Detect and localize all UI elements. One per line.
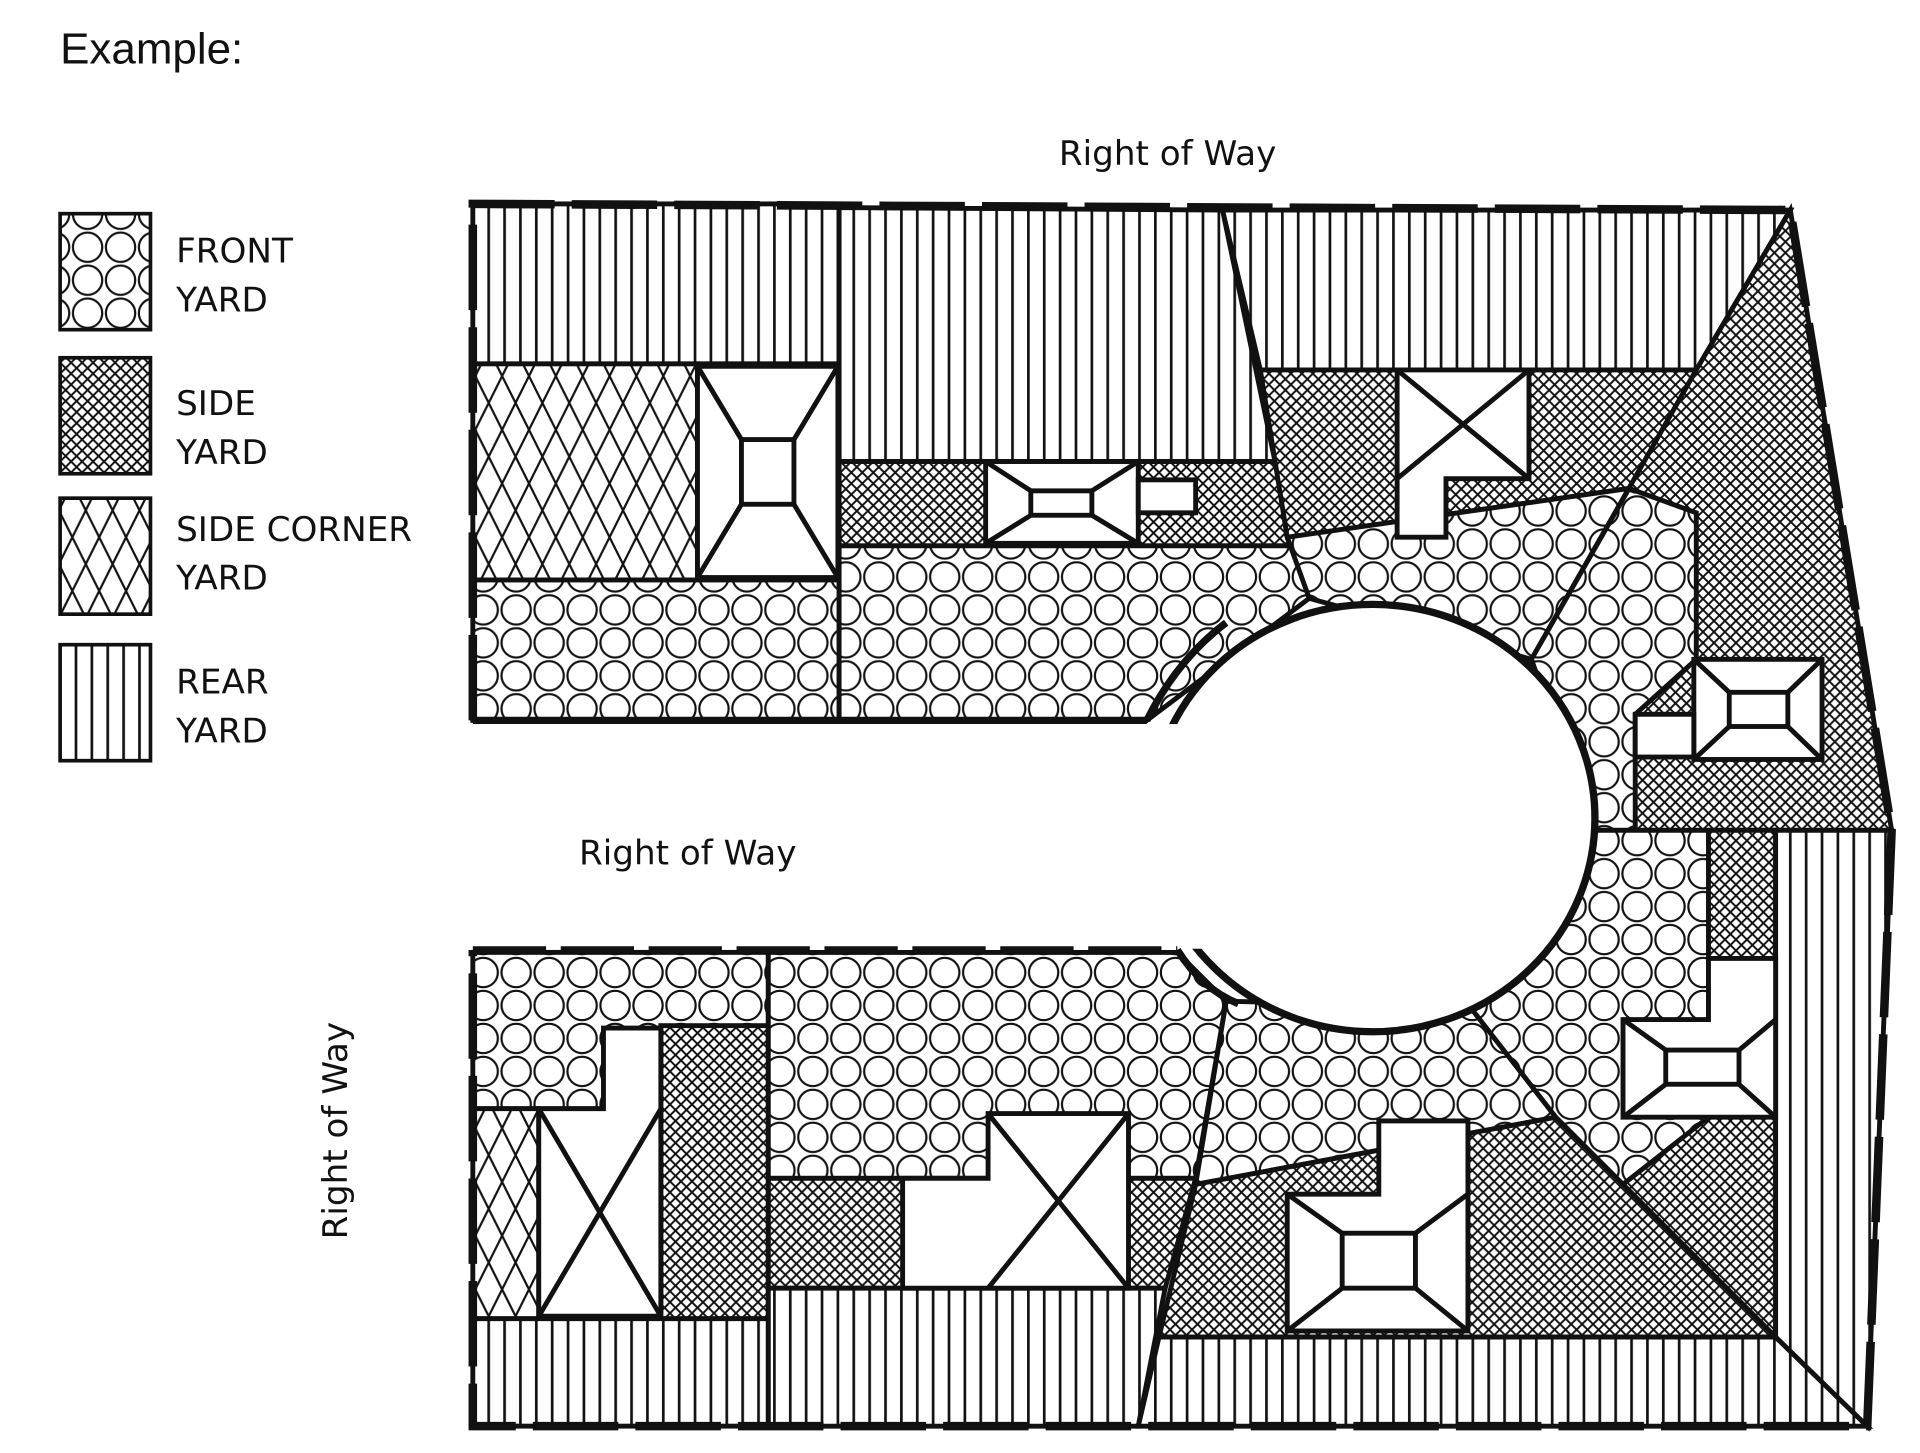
legend-item-side-yard: SIDE YARD [58, 355, 268, 476]
front-yard [470, 577, 842, 723]
side-yard [658, 1023, 771, 1322]
rear-yard [765, 1285, 1169, 1429]
side-corner-yard [470, 1106, 542, 1322]
rear-yard [836, 205, 1279, 464]
rear-yard [470, 1316, 771, 1429]
right-of-way-label-top: Right of Way [1059, 134, 1276, 174]
legend-label: YARD [175, 433, 268, 473]
house [695, 363, 841, 580]
legend: FRONT YARD SIDE YARD SIDE CORNER YARD RE… [58, 211, 412, 763]
legend-item-rear-yard: REAR YARD [58, 642, 269, 763]
side-corner-yard [470, 361, 700, 583]
rear-yard [1773, 827, 1895, 1432]
side-yard-swatch [58, 355, 153, 476]
house [536, 1025, 664, 1319]
legend-label: SIDE [176, 384, 256, 424]
front-yard-swatch [58, 211, 153, 332]
legend-item-front-yard: FRONT YARD [58, 211, 293, 332]
street [1128, 724, 1276, 949]
legend-label: YARD [175, 711, 268, 751]
right-of-way-label-left: Right of Way [316, 1022, 356, 1239]
lots [468, 199, 1896, 1432]
side-corner-yard-swatch [58, 496, 153, 616]
house [1632, 656, 1825, 762]
legend-label: YARD [175, 280, 268, 320]
rear-yard [1135, 1334, 1874, 1429]
house [1620, 956, 1779, 1120]
legend-label: REAR [176, 663, 268, 703]
legend-label: YARD [175, 559, 268, 599]
right-of-way-label-middle: Right of Way [579, 833, 796, 873]
house [900, 1111, 1131, 1291]
rear-yard [470, 201, 842, 367]
diagram-title: Example: [60, 24, 243, 73]
legend-item-side-corner-yard: SIDE CORNER YARD [58, 496, 412, 616]
house [1284, 1118, 1471, 1334]
legend-label: SIDE CORNER [176, 510, 412, 550]
lot-6 [765, 949, 1229, 1429]
house [983, 459, 1199, 546]
rear-yard-swatch [58, 642, 153, 763]
house [1394, 367, 1532, 540]
houses [536, 363, 1825, 1334]
rear-yard [1219, 207, 1795, 373]
legend-label: FRONT [176, 232, 293, 272]
